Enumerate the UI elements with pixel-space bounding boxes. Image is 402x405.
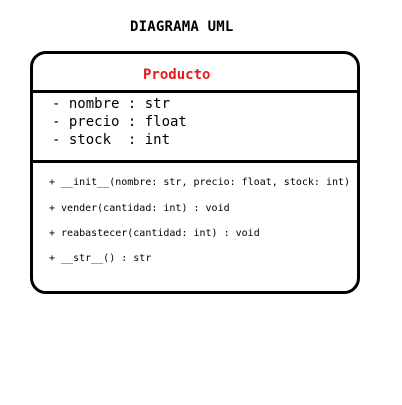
uml-class-box: Producto - nombre : str - precio : float… xyxy=(30,51,360,294)
attribute-nombre: - nombre : str xyxy=(52,96,171,112)
method-str: + __str__() : str xyxy=(49,253,152,264)
method-vender: + vender(cantidad: int) : void xyxy=(49,203,230,214)
method-init: + __init__(nombre: str, precio: float, s… xyxy=(49,177,351,188)
attribute-stock: - stock : int xyxy=(52,132,171,148)
attributes-compartment: - nombre : str - precio : float - stock … xyxy=(33,93,357,163)
methods-compartment: + __init__(nombre: str, precio: float, s… xyxy=(33,163,357,288)
attribute-precio: - precio : float xyxy=(52,114,187,130)
class-name-compartment: Producto xyxy=(33,54,357,93)
diagram-title: DIAGRAMA UML xyxy=(130,19,234,35)
method-reabastecer: + reabastecer(cantidad: int) : void xyxy=(49,228,260,239)
class-name: Producto xyxy=(143,67,211,83)
